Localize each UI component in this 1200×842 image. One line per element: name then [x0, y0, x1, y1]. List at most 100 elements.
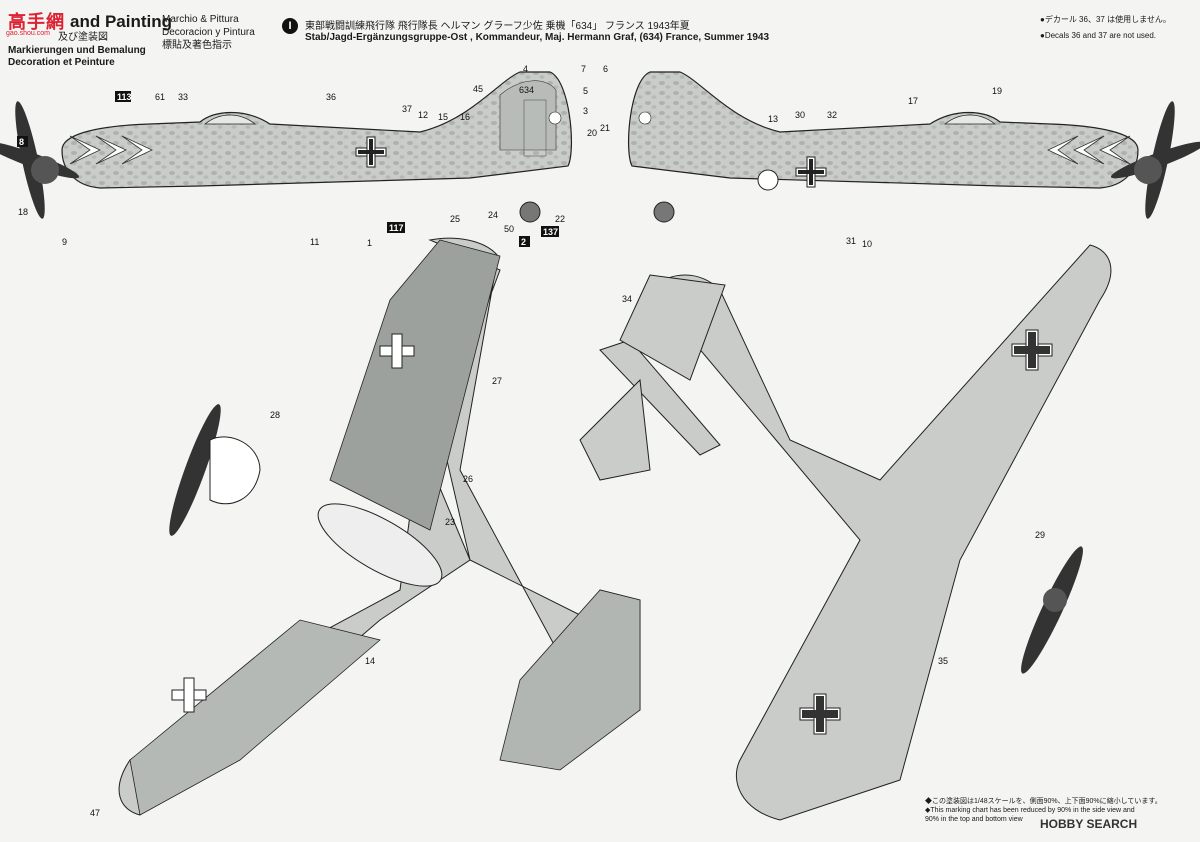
callout-box — [541, 226, 559, 237]
rudder-left — [523, 99, 547, 157]
callout-7: 7 — [581, 64, 586, 74]
callout-19: 19 — [992, 86, 1002, 96]
decal-note-en: ●Decals 36 and 37 are not used. — [1040, 31, 1157, 40]
callout-box — [17, 136, 28, 147]
callout-6: 6 — [603, 64, 608, 74]
hobby-search-logo: HOBBY SEARCH — [1040, 817, 1138, 831]
callout-4: 4 — [523, 64, 528, 74]
canopy-top — [317, 503, 443, 587]
callout-31: 31 — [846, 236, 856, 246]
balkenkreuz-bottom-1 — [1011, 329, 1053, 371]
spinner-left — [31, 156, 59, 184]
title-partial-jp: 及び塗装図 — [58, 32, 108, 43]
callout-box — [115, 91, 131, 102]
callout-21: 21 — [600, 123, 610, 133]
callout-22: 22 — [555, 214, 565, 224]
callout-10: 10 — [862, 239, 872, 249]
callout-137-side-left: 137 — [543, 227, 558, 237]
callout-5: 5 — [583, 86, 588, 96]
fuselage-right — [627, 71, 1139, 189]
callout-13: 13 — [768, 114, 778, 124]
callout-32: 32 — [827, 110, 837, 120]
side-left-callouts: 113 61 33 36 37 8 18 9 11 117 1 12 15 16… — [17, 64, 588, 248]
callout-47: 47 — [90, 808, 100, 818]
title-fr: Decoration et Peinture — [8, 57, 115, 68]
title-de: Markierungen und Bemalung — [8, 45, 146, 56]
tailwheel-right — [653, 201, 675, 223]
side-view-right — [627, 71, 1200, 223]
side-view-left: 634 — [0, 71, 573, 223]
circle-i-icon: I — [282, 18, 298, 34]
callout-45: 45 — [473, 84, 483, 94]
callout-29: 29 — [1035, 530, 1045, 540]
balkenkreuz-bottom-2 — [799, 693, 841, 735]
left-wing-top — [129, 619, 381, 816]
callout-1: 1 — [367, 238, 372, 248]
callout-25: 25 — [450, 214, 460, 224]
swastika-marking-right — [638, 111, 652, 125]
balkenkreuz-right — [795, 156, 827, 188]
callout-box — [519, 236, 530, 247]
title-it: Marchio & Pittura — [162, 14, 239, 25]
tailplane-bottom-2 — [579, 378, 651, 481]
bottom-airframe — [649, 244, 1112, 821]
callout-20: 20 — [587, 128, 597, 138]
decal-note: ●デカール 36、37 は使用しません。 ●Decals 36 and 37 a… — [1040, 12, 1171, 44]
callout-37: 37 — [402, 104, 412, 114]
callout-23: 23 — [445, 517, 455, 527]
callout-18: 18 — [18, 207, 28, 217]
unit-caption-jp: 東部戦闘訓練飛行隊 飛行隊長 ヘルマン グラーフ少佐 乗機「634」 フランス … — [305, 21, 690, 32]
canopy-left — [203, 114, 257, 125]
tailplane-top — [499, 589, 641, 771]
callout-14: 14 — [365, 656, 375, 666]
balkenkreuz-top-wing — [379, 333, 415, 369]
bottom-fuselage-tail — [599, 339, 721, 456]
scale-note-en-1: ◆This marking chart has been reduced by … — [925, 807, 1135, 814]
canopy-right — [943, 114, 997, 125]
callout-8-side-left: 8 — [19, 137, 24, 147]
code-634-left: 634 — [519, 85, 534, 95]
callout-113-side-left: 113 — [117, 92, 132, 102]
callout-33: 33 — [178, 92, 188, 102]
callout-117-side-left: 117 — [389, 223, 404, 233]
scale-note: ◆この塗装図は1/48スケールを、側面90%、上下面90%に縮小しています。 ◆… — [925, 797, 1195, 824]
spinner-right — [1134, 156, 1162, 184]
right-wing-top — [329, 239, 501, 531]
callout-11: 11 — [310, 237, 319, 247]
watermark-url: gao.shou.com — [6, 30, 50, 37]
callout-box — [387, 222, 405, 233]
nose-chevrons-left — [69, 135, 153, 165]
side-right-callouts: 21 20 6 13 30 32 17 19 10 31 — [587, 64, 1002, 249]
callout-17: 17 — [908, 96, 918, 106]
watermark-logo: 高手網 — [8, 12, 65, 32]
callout-30: 30 — [795, 110, 805, 120]
callout-35: 35 — [938, 656, 948, 666]
callout-9: 9 — [62, 237, 67, 247]
callout-50: 50 — [504, 224, 514, 234]
callout-61: 61 — [155, 92, 165, 102]
nose-top — [209, 436, 261, 505]
callout-28: 28 — [270, 410, 280, 420]
title-es: Decoracion y Pintura — [162, 27, 255, 38]
scale-note-jp: ◆この塗装図は1/48スケールを、側面90%、上下面90%に縮小しています。 — [925, 798, 1162, 805]
callout-16: 16 — [460, 112, 470, 122]
callout-3: 3 — [583, 106, 588, 116]
tail-left — [499, 80, 557, 151]
top-view — [118, 237, 641, 816]
callout-27: 27 — [492, 376, 502, 386]
fuselage-left — [61, 71, 573, 189]
swastika-marking-left — [548, 111, 562, 125]
tailplane-bottom-1 — [619, 274, 726, 381]
unit-caption-en: Stab/Jagd-Ergänzungsgruppe-Ost , Kommand… — [305, 32, 770, 43]
scale-note-en-2: 90% in the top and bottom view — [925, 816, 1023, 823]
decal-note-jp: ●デカール 36、37 は使用しません。 — [1040, 15, 1171, 24]
propeller-top — [169, 404, 221, 536]
bottom-view — [579, 244, 1112, 821]
unit-emblem-right — [757, 169, 779, 191]
balkenkreuz-left — [355, 136, 387, 168]
callout-2-side-left: 2 — [521, 237, 526, 247]
plan-view-callouts: 28 27 26 23 14 34 47 29 35 — [90, 294, 1045, 818]
callout-34: 34 — [622, 294, 632, 304]
callout-15: 15 — [438, 112, 448, 122]
